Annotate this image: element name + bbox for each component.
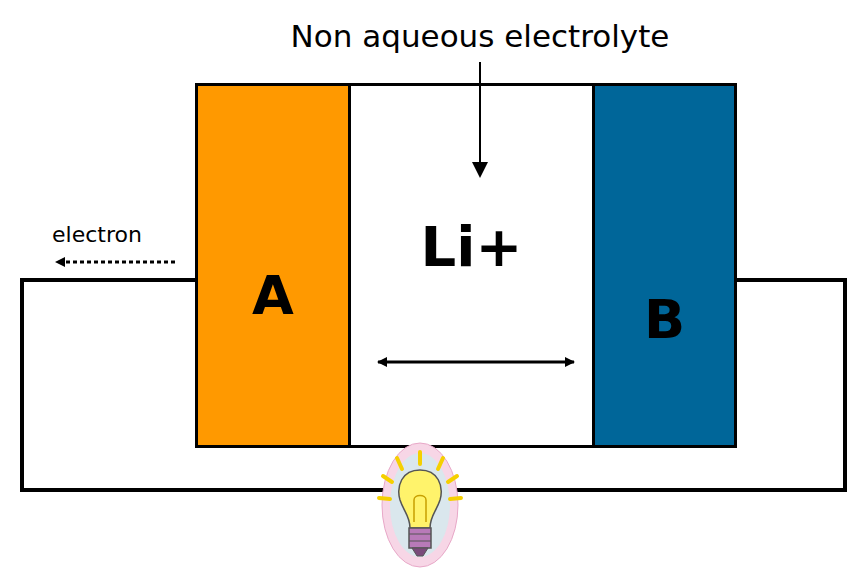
node-label: B: [644, 288, 685, 351]
annotation-label: Non aqueous electrolyte: [291, 18, 670, 54]
electron-arrow: [56, 261, 175, 264]
electrode-box: A: [195, 83, 351, 448]
light-bulb: [379, 443, 461, 567]
node-label: A: [252, 264, 294, 327]
ion-arrow: [378, 361, 574, 364]
electrode-box: B: [592, 83, 737, 448]
electrolyte-box: Li+: [348, 83, 595, 448]
flow-label: electron: [52, 222, 142, 247]
node-label: Li+: [421, 214, 523, 279]
pointer-arrow: [479, 62, 481, 176]
